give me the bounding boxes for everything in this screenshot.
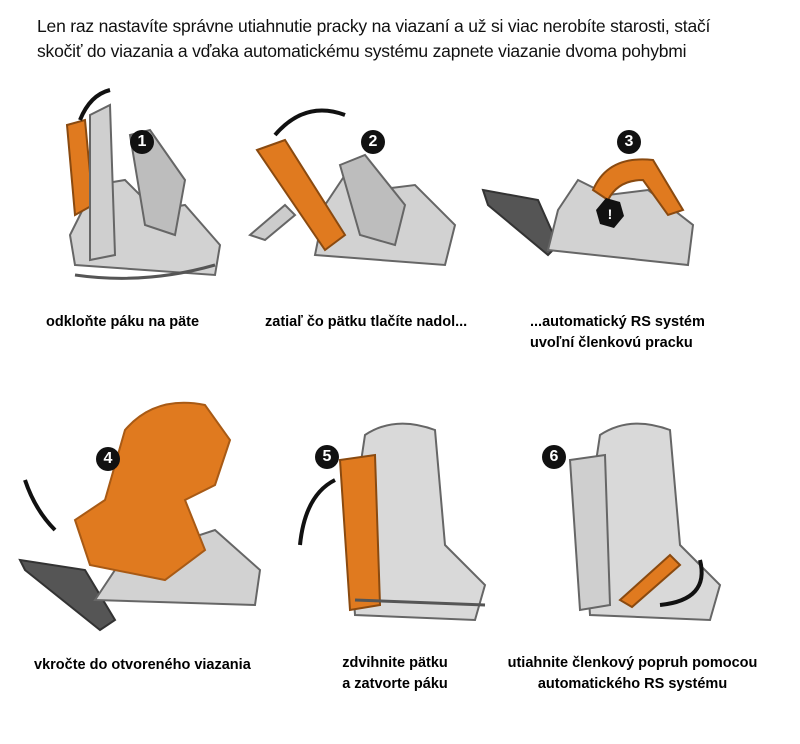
binding-illustration-step-5 bbox=[298, 422, 487, 622]
intro-line-2: skočiť do viazania a vďaka automatickému… bbox=[37, 41, 687, 61]
binding-illustration-step-2 bbox=[248, 108, 457, 267]
binding-illustration-step-3: ! bbox=[481, 158, 695, 267]
step-2-caption: zatiaľ čo pätku tlačíte nadol... bbox=[265, 314, 468, 330]
step-number-5: 5 bbox=[315, 445, 339, 469]
step-6-caption-line-1: utiahnite členkový popruh pomocou bbox=[507, 655, 758, 671]
step-number-6: 6 bbox=[542, 445, 566, 469]
arrow-icon bbox=[273, 108, 346, 137]
binding-illustration-step-1 bbox=[65, 88, 222, 280]
step-number-2: 2 bbox=[361, 130, 385, 154]
step-3-caption: ...automatický RS systém uvoľní členkovú… bbox=[530, 312, 705, 354]
step-5-caption-line-1: zdvihnite pätku bbox=[342, 655, 448, 671]
step-6-caption-line-2: automatického RS systému bbox=[537, 676, 728, 692]
step-3-caption-line-1: ...automatický RS systém bbox=[530, 314, 705, 330]
arrow-icon bbox=[23, 479, 57, 532]
step-4-caption: vkročte do otvoreného viazania bbox=[34, 657, 251, 673]
arrow-icon bbox=[78, 88, 111, 121]
arrow-icon bbox=[659, 559, 704, 607]
step-3-caption-line-2: uvoľní členkovú pracku bbox=[530, 335, 693, 351]
step-6-caption: utiahnite členkový popruh pomocou automa… bbox=[490, 653, 775, 695]
svg-text:!: ! bbox=[608, 206, 613, 222]
step-number-3: 3 bbox=[617, 130, 641, 154]
binding-illustration-step-6 bbox=[568, 422, 722, 622]
intro-text: Len raz nastavíte správne utiahnutie pra… bbox=[37, 14, 797, 64]
alert-icon bbox=[596, 198, 624, 228]
step-number-1: 1 bbox=[130, 130, 154, 154]
step-5-caption-line-2: a zatvorte páku bbox=[342, 676, 448, 692]
intro-line-1: Len raz nastavíte správne utiahnutie pra… bbox=[37, 16, 711, 36]
arrow-icon bbox=[298, 478, 336, 546]
step-5-caption: zdvihnite pätku a zatvorte páku bbox=[330, 653, 460, 695]
step-number-4: 4 bbox=[96, 447, 120, 471]
binding-illustration-step-4 bbox=[18, 401, 262, 632]
step-1-caption: odkloňte páku na päte bbox=[46, 314, 200, 330]
